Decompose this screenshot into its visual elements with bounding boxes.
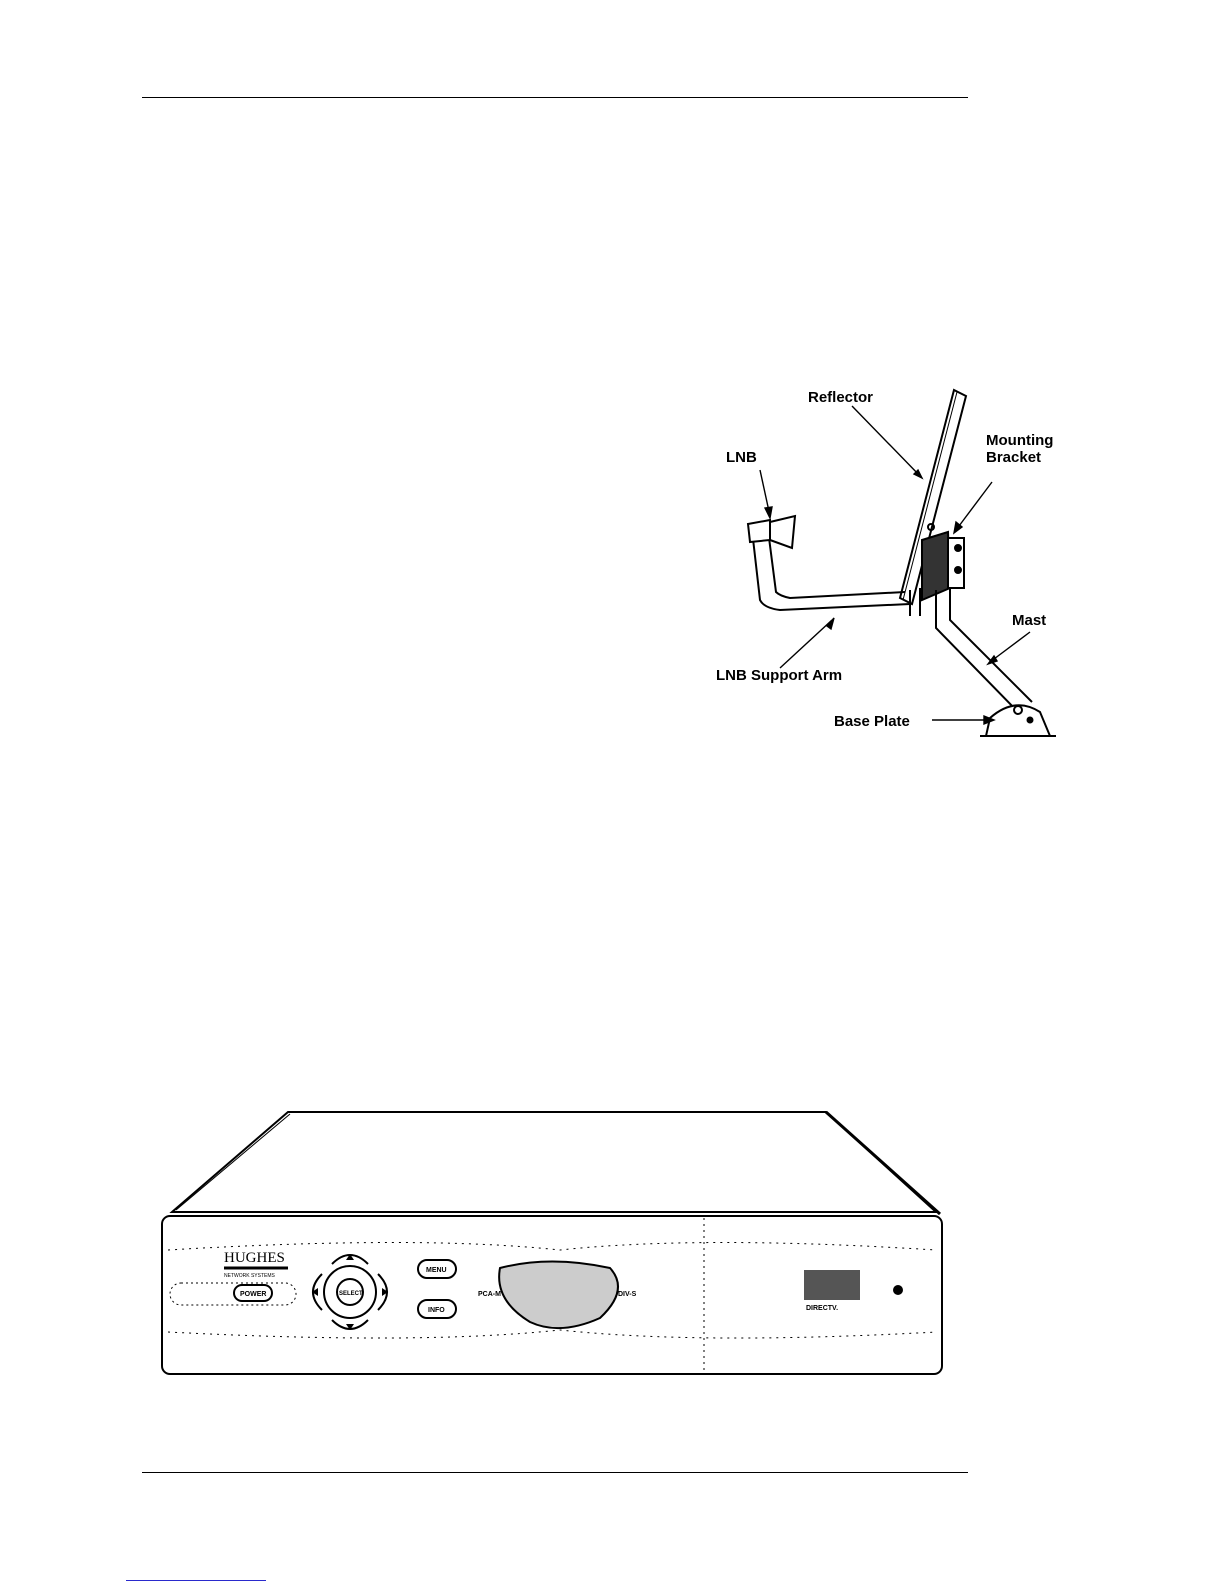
mast-shape [936,588,1032,712]
directv-logo-text: DIRECTV. [806,1305,838,1312]
label-mounting-bracket-2: Bracket [986,449,1041,466]
display-right-label: DIV-S [618,1291,637,1298]
lnb-shape [748,516,795,548]
footer-link-underline [126,1580,266,1581]
display-left-label: PCA-M [478,1291,501,1298]
receiver-figure [162,1112,942,1374]
label-reflector: Reflector [808,389,873,406]
power-label: POWER [240,1291,266,1298]
label-base-plate: Base Plate [834,713,910,730]
directv-logo-icon [804,1270,860,1300]
brand-name: HUGHES [224,1250,285,1266]
label-mast: Mast [1012,612,1046,629]
info-label: INFO [428,1307,445,1314]
footer-rule [142,1472,968,1473]
select-label: SELECT [339,1291,363,1297]
receiver-top [172,1112,936,1212]
menu-label: MENU [426,1267,447,1274]
label-mounting-bracket-1: Mounting [986,432,1053,449]
label-lnb-support-arm: LNB Support Arm [716,667,842,684]
brand-subtitle: NETWORK SYSTEMS [224,1273,276,1279]
label-lnb: LNB [726,449,757,466]
